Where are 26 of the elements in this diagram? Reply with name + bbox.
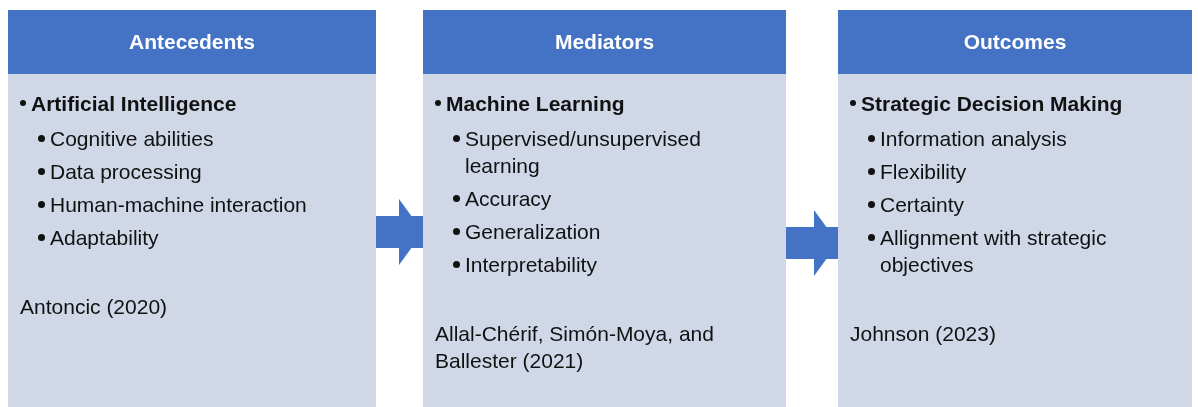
column-header: Antecedents [8, 10, 376, 74]
list-item: Adaptability [50, 225, 159, 251]
list-item: Generalization [465, 219, 601, 245]
list-item: Allignment with strategic objectives [880, 225, 1108, 278]
list-item: Machine Learning [446, 91, 625, 117]
list-item: Human-machine interaction [50, 192, 307, 218]
list-item: Certainty [880, 192, 965, 218]
column-panel [423, 10, 786, 407]
column-header: Mediators [423, 10, 786, 74]
list-item: Cognitive abilities [50, 126, 214, 152]
list-item: Flexibility [880, 159, 967, 185]
column-panel [8, 10, 376, 407]
citation-text: Allal-Chérif, Simón-Moya, and Ballester (2021) [435, 321, 715, 374]
list-item: Interpretability [465, 252, 597, 278]
list-item: Accuracy [465, 186, 552, 212]
list-item: Supervised/unsupervised learning [465, 126, 702, 179]
block-arrow [376, 199, 423, 265]
citation-text: Johnson (2023) [850, 321, 997, 347]
list-item: Data processing [50, 159, 202, 185]
column-panel [838, 10, 1192, 407]
block-arrow [786, 210, 838, 276]
list-item: Strategic Decision Making [861, 91, 1123, 117]
citation-text: Antoncic (2020) [20, 294, 169, 320]
list-item: Information analysis [880, 126, 1067, 152]
list-item: Artificial Intelligence [31, 91, 237, 117]
column-header: Outcomes [838, 10, 1192, 74]
